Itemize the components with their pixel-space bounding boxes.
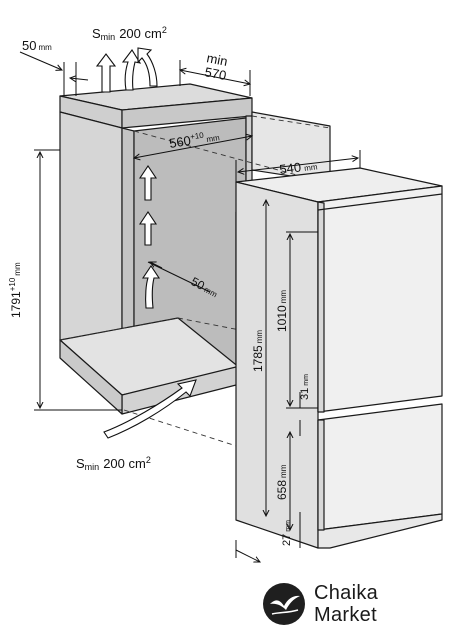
gull-logo-icon	[263, 583, 305, 625]
niche-height-label: 1791+10mm	[8, 262, 23, 318]
brand-line2: Market	[314, 604, 377, 626]
gap-label: 31mm	[299, 374, 311, 400]
brand-name: Chaika Market	[314, 582, 378, 626]
vent-arrow-5	[138, 211, 158, 246]
plinth-label: 27mm	[281, 520, 293, 546]
min-depth-label: min	[205, 50, 228, 69]
vent-arrow-1	[95, 53, 117, 93]
min-depth-value: 570	[203, 64, 227, 83]
vent-arrow-4	[138, 165, 158, 201]
fridge-height-label: 1785mm	[251, 330, 265, 372]
niche-width-label: 560+10mm	[168, 128, 221, 151]
vent-arrow-3	[137, 47, 158, 87]
door-top-label: 1010mm	[275, 290, 289, 332]
fridge-body	[235, 167, 443, 549]
door-bottom-label: 658mm	[275, 464, 289, 500]
brand-watermark: Chaika Market	[262, 582, 378, 626]
vent-arrow-2	[121, 49, 142, 91]
brand-line1: Chaika	[314, 582, 379, 604]
vent-arrow-7	[103, 379, 197, 439]
dimension-lines	[19, 51, 361, 562]
vent-arrow-6	[141, 265, 161, 309]
airflow-arrows	[95, 47, 197, 439]
